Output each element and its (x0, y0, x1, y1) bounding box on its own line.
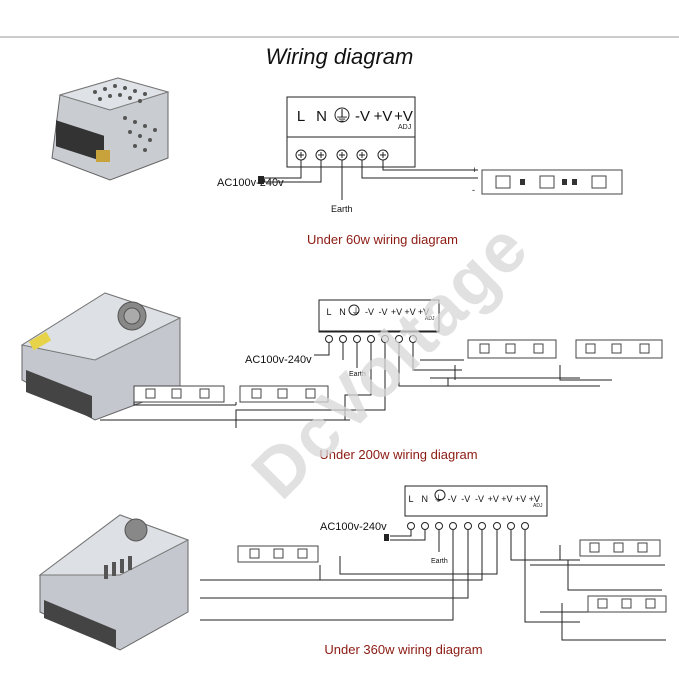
led-strip-200w-c (133, 385, 225, 403)
adj-label-60w: ADJ (398, 124, 411, 131)
svg-text:+: + (472, 165, 477, 175)
ac-label-60w: AC100v-240v (217, 177, 284, 189)
caption-60w: Under 60w wiring diagram (306, 232, 458, 247)
page-title: Wiring diagram (265, 44, 414, 69)
terminal-block-200w (318, 299, 440, 343)
earth-label-200w: Earth (349, 371, 366, 378)
adj-label-360w: ADJ (533, 503, 543, 509)
psu-360w-photo (38, 514, 190, 651)
terminal-label: ⏚ (351, 307, 360, 317)
terminal-label: -V (475, 494, 484, 504)
terminal-label: N (339, 307, 346, 317)
terminal-label: +V (488, 494, 499, 504)
led-strip-200w-d (239, 385, 329, 403)
led-strip-60w: + - (472, 165, 623, 195)
plug-icon-360w (384, 534, 389, 541)
terminal-label: +V (404, 307, 415, 317)
terminal-label: L (326, 307, 331, 317)
terminal-label: ⏚ (334, 108, 349, 125)
terminal-label: N (316, 108, 327, 125)
led-strip-200w-b (575, 339, 663, 359)
terminal-label: ⏚ (434, 494, 443, 504)
adj-label-200w: ADJ (425, 316, 435, 322)
terminal-label: L (297, 108, 305, 125)
ac-label-200w: AC100v-240v (245, 354, 312, 366)
led-strip-200w-a (467, 339, 557, 359)
led-strip-360w-b (579, 539, 661, 557)
earth-label-60w: Earth (331, 204, 353, 214)
plug-icon-60w (258, 176, 264, 184)
terminal-label: +V (529, 494, 540, 504)
terminal-label: -V (461, 494, 470, 504)
ac-label-360w: AC100v-240v (320, 521, 387, 533)
terminal-block-60w (286, 96, 416, 168)
earth-label-360w: Earth (431, 558, 448, 565)
terminal-label: -V (379, 307, 388, 317)
svg-text:-: - (472, 185, 475, 195)
wiring-200w (100, 343, 612, 428)
terminal-label: +V (418, 307, 429, 317)
terminal-label: +V (515, 494, 526, 504)
led-strip-360w-c (587, 595, 667, 613)
caption-360w: Under 360w wiring diagram (324, 642, 483, 657)
terminal-label: -V (448, 494, 457, 504)
led-strip-360w-a (237, 545, 319, 563)
caption-200w: Under 200w wiring diagram (319, 447, 478, 462)
terminal-label: +V (501, 494, 512, 504)
terminal-label: -V (365, 307, 374, 317)
terminal-label: L (408, 494, 413, 504)
terminal-block-360w (404, 485, 548, 530)
wiring-60w (262, 160, 478, 200)
terminal-label: -V (355, 108, 370, 125)
terminal-label: N (421, 494, 428, 504)
terminal-label: +V (394, 108, 413, 125)
terminal-label: +V (374, 108, 393, 125)
psu-60w-photo (51, 77, 170, 181)
terminal-label: +V (391, 307, 402, 317)
